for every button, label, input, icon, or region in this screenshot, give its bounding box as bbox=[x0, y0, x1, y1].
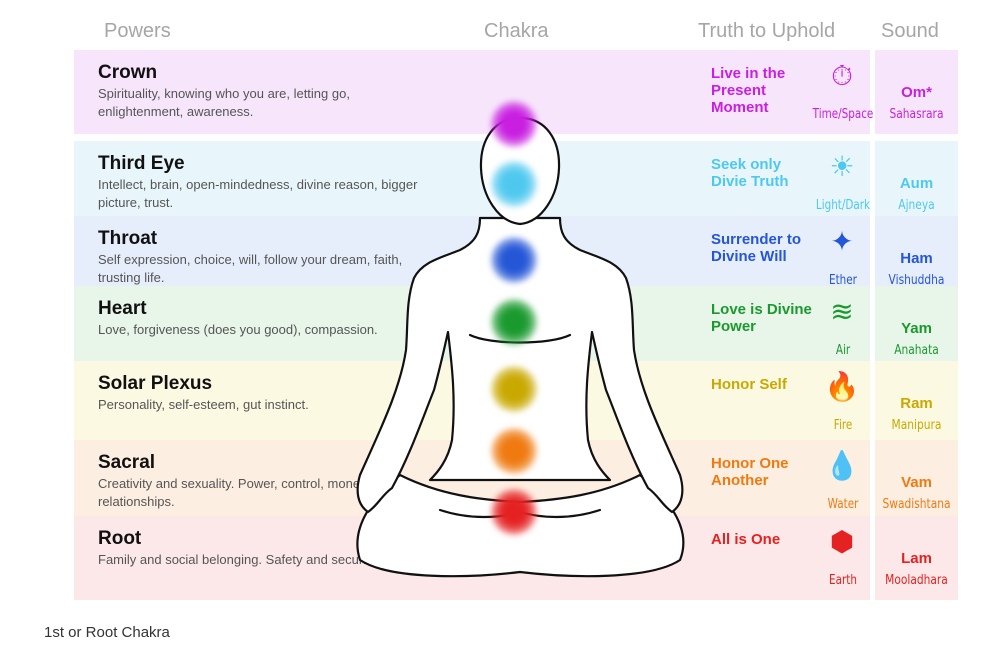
chakra-dot bbox=[490, 365, 538, 413]
header-sound: Sound bbox=[881, 20, 939, 42]
sound-cell bbox=[875, 516, 958, 600]
element-label: Fire bbox=[833, 418, 853, 433]
sound-cell bbox=[875, 141, 958, 225]
figure-icon: ✦ bbox=[830, 226, 854, 257]
power-description: Love, forgiveness (does you good), compa… bbox=[98, 322, 378, 337]
sound-name: Ham bbox=[900, 250, 933, 267]
truth-text: Honor One Another bbox=[711, 455, 789, 489]
element-label: Time/Space bbox=[812, 107, 874, 122]
sound-name: Vam bbox=[901, 474, 932, 491]
power-title: Solar Plexus bbox=[98, 373, 213, 394]
chakra-dot bbox=[490, 427, 538, 475]
sound-cell bbox=[875, 286, 958, 370]
truth-text: Love is Divine Power bbox=[711, 301, 812, 335]
sanskrit-name: Ajneya bbox=[898, 198, 935, 213]
wind-icon: ≋ bbox=[830, 296, 854, 327]
sanskrit-name: Manipura bbox=[891, 418, 942, 433]
sound-name: Aum bbox=[899, 175, 934, 192]
chakra-dot bbox=[490, 100, 538, 148]
power-description: Spirituality, knowing who you are, letti… bbox=[98, 86, 350, 119]
sound-name: Yam bbox=[901, 320, 932, 337]
power-description: Family and social belonging. Safety and … bbox=[98, 552, 379, 567]
sound-cell bbox=[875, 50, 958, 134]
chakra-dot bbox=[490, 298, 538, 346]
earth-icon: ⬢ bbox=[829, 526, 855, 557]
sound-name: Ram bbox=[900, 395, 933, 412]
truth-text: All is One bbox=[711, 531, 781, 548]
header-powers: Powers bbox=[104, 20, 171, 42]
sound-name: Om* bbox=[901, 84, 932, 101]
sanskrit-name: Anahata bbox=[894, 343, 939, 358]
sound-cell bbox=[875, 361, 958, 445]
truth-text: Seek only Divie Truth bbox=[711, 156, 789, 190]
power-description: Creativity and sexuality. Power, control… bbox=[98, 476, 370, 509]
power-title: Throat bbox=[98, 228, 158, 249]
chakra-dot bbox=[490, 236, 538, 284]
sound-cell bbox=[875, 440, 958, 524]
row-band bbox=[74, 141, 870, 225]
sanskrit-name: Swadishtana bbox=[882, 497, 951, 512]
row-band bbox=[74, 50, 870, 134]
sanskrit-name: Sahasrara bbox=[889, 107, 944, 122]
power-description: Personality, self-esteem, gut instinct. bbox=[98, 397, 309, 412]
power-title: Root bbox=[98, 528, 142, 549]
sun-icon: ☀ bbox=[829, 151, 855, 182]
element-label: Light/Dark bbox=[815, 198, 871, 213]
header-chakra: Chakra bbox=[484, 20, 549, 42]
header-truth: Truth to Uphold bbox=[698, 20, 836, 42]
truth-text: Honor Self bbox=[711, 376, 787, 393]
caption: 1st or Root Chakra bbox=[44, 624, 170, 641]
sound-name: Lam bbox=[901, 550, 932, 567]
chakra-dot bbox=[490, 488, 538, 536]
power-description: Intellect, brain, open-mindedness, divin… bbox=[98, 177, 418, 210]
power-description: Self expression, choice, will, follow yo… bbox=[98, 252, 403, 285]
element-label: Air bbox=[835, 343, 851, 358]
power-title: Heart bbox=[98, 298, 147, 319]
truth-text: Surrender to Divine Will bbox=[711, 231, 802, 265]
chakra-dot bbox=[490, 160, 538, 208]
clock-icon: ⏱ bbox=[831, 60, 853, 91]
droplets-icon: 💧 bbox=[824, 450, 860, 481]
power-title: Third Eye bbox=[98, 153, 185, 174]
truth-text: Live in the Present Moment bbox=[711, 65, 786, 116]
power-title: Sacral bbox=[98, 452, 156, 473]
element-label: Water bbox=[827, 497, 859, 512]
element-label: Earth bbox=[829, 573, 857, 588]
sanskrit-name: Mooladhara bbox=[885, 573, 948, 588]
flame-icon: 🔥 bbox=[824, 371, 860, 402]
power-title: Crown bbox=[98, 62, 158, 83]
element-label: Ether bbox=[829, 273, 857, 288]
sanskrit-name: Vishuddha bbox=[888, 273, 945, 288]
